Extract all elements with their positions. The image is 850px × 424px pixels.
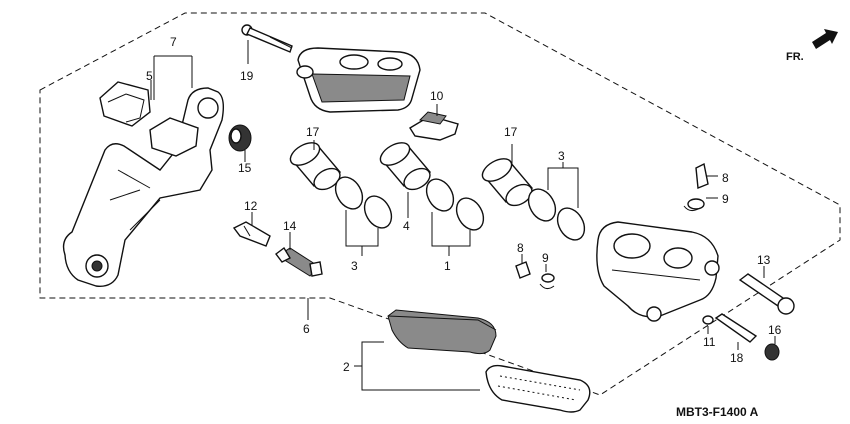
caliper-body-upper bbox=[296, 47, 421, 113]
part-5-pad-retainers bbox=[99, 81, 199, 157]
part-17-piston-left bbox=[289, 142, 342, 191]
callout-13: 13 bbox=[757, 253, 771, 267]
drawing-code: MBT3-F1400 A bbox=[676, 405, 759, 419]
callout-8-center: 8 bbox=[517, 241, 524, 255]
callout-19: 19 bbox=[240, 69, 254, 83]
callout-1: 1 bbox=[444, 259, 451, 273]
callout-6: 6 bbox=[303, 322, 310, 336]
front-direction-arrow-icon bbox=[812, 29, 838, 49]
part-2-brake-pad-set bbox=[387, 309, 591, 413]
part-8-bleeder-center bbox=[515, 254, 531, 279]
part-19-bolt bbox=[241, 24, 293, 53]
callout-18: 18 bbox=[730, 351, 744, 365]
callout-9-right: 9 bbox=[722, 192, 729, 206]
part-13-bolt bbox=[738, 273, 795, 315]
callout-16: 16 bbox=[768, 323, 782, 337]
callout-3-right: 3 bbox=[558, 149, 565, 163]
callout-5: 5 bbox=[146, 69, 153, 83]
callout-3-left: 3 bbox=[351, 259, 358, 273]
part-9-bleeder-cap-right bbox=[683, 198, 705, 212]
caliper-body-lower bbox=[596, 221, 720, 322]
part-11-washer bbox=[702, 315, 714, 325]
assembly-frame bbox=[39, 12, 841, 396]
callout-17-left: 17 bbox=[306, 125, 320, 139]
part-12-pin bbox=[232, 221, 271, 247]
callout-12: 12 bbox=[244, 199, 258, 213]
part-16-boot bbox=[764, 343, 780, 361]
part-4-piston-center bbox=[379, 142, 432, 191]
callout-11: 11 bbox=[703, 335, 716, 349]
callout-10: 10 bbox=[430, 89, 444, 103]
part-14-slide-pin bbox=[275, 246, 323, 277]
callout-4: 4 bbox=[403, 219, 410, 233]
callout-7: 7 bbox=[170, 35, 177, 49]
part-9-bleeder-cap-center bbox=[539, 273, 555, 290]
part-18-pin bbox=[714, 313, 758, 343]
part-8-bleeder-right bbox=[695, 162, 709, 189]
orientation-label: FR. bbox=[786, 51, 804, 63]
part-15-boot bbox=[228, 124, 252, 152]
callout-15: 15 bbox=[238, 161, 252, 175]
part-10-pad-spring bbox=[409, 111, 459, 141]
seal-rings bbox=[334, 176, 586, 241]
callout-8-right: 8 bbox=[722, 171, 729, 185]
callout-17-right: 17 bbox=[504, 125, 518, 139]
callout-2: 2 bbox=[343, 360, 350, 374]
part-17-piston-right bbox=[481, 158, 534, 207]
callout-9-center: 9 bbox=[542, 251, 549, 265]
callout-14: 14 bbox=[283, 219, 297, 233]
